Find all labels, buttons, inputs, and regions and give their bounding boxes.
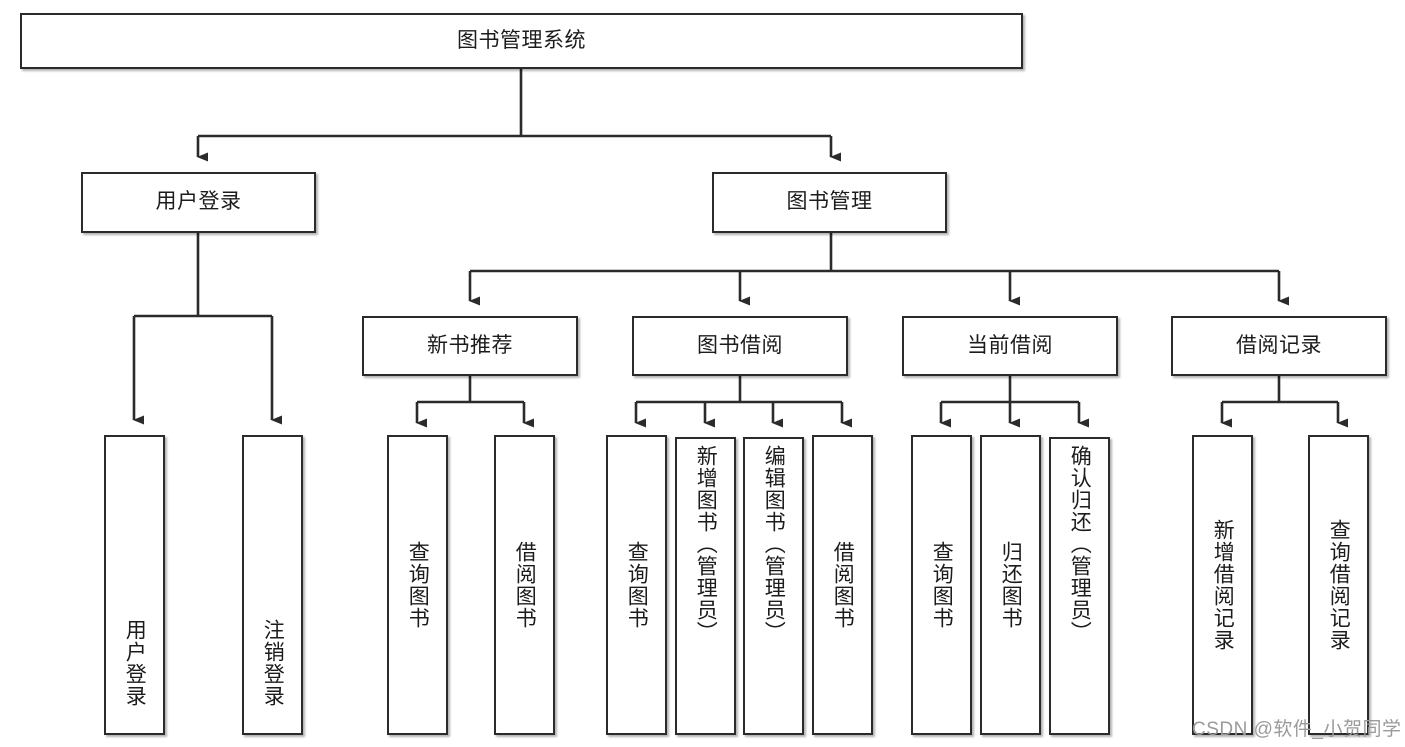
node-label: 借阅记录 [1236, 333, 1322, 357]
leaf-query-book-current[interactable]: 查询图书 [911, 435, 972, 735]
leaf-query-borrow-record[interactable]: 查询借阅记录 [1308, 435, 1369, 735]
node-label: 新书推荐 [427, 333, 513, 357]
node-label: 查询图书 [625, 541, 649, 629]
node-book-borrow[interactable]: 图书借阅 [632, 316, 848, 376]
node-label: 查询图书 [930, 541, 954, 629]
node-label: 注销登录 [261, 619, 285, 707]
leaf-logout[interactable]: 注销登录 [242, 435, 303, 735]
leaf-user-login[interactable]: 用户登录 [104, 435, 165, 735]
node-user-login[interactable]: 用户登录 [81, 172, 316, 233]
node-borrow-record[interactable]: 借阅记录 [1171, 316, 1387, 376]
node-label: 用户登录 [123, 619, 147, 707]
leaf-add-book-admin[interactable]: 新增图书（管理员） [675, 437, 736, 735]
node-label: 新增图书（管理员） [694, 445, 718, 643]
node-label: 新增借阅记录 [1211, 519, 1235, 651]
node-label: 借阅图书 [831, 541, 855, 629]
node-label: 借阅图书 [513, 541, 537, 629]
node-label: 归还图书 [999, 541, 1023, 629]
leaf-return-book[interactable]: 归还图书 [980, 435, 1041, 735]
node-label: 查询图书 [406, 541, 430, 629]
leaf-add-borrow-record[interactable]: 新增借阅记录 [1192, 435, 1253, 735]
leaf-confirm-return-admin[interactable]: 确认归还（管理员） [1049, 437, 1110, 735]
node-label: 编辑图书（管理员） [762, 445, 786, 643]
node-label: 图书管理 [786, 190, 873, 214]
leaf-borrow-book-recommend[interactable]: 借阅图书 [494, 435, 555, 735]
node-label: 查询借阅记录 [1327, 519, 1351, 651]
node-label: 图书管理系统 [457, 28, 586, 52]
node-label: 确认归还（管理员） [1068, 445, 1092, 643]
node-label: 当前借阅 [967, 333, 1053, 357]
leaf-borrow-book[interactable]: 借阅图书 [812, 435, 873, 735]
node-root-system[interactable]: 图书管理系统 [20, 13, 1023, 69]
node-label: 图书借阅 [697, 333, 783, 357]
leaf-edit-book-admin[interactable]: 编辑图书（管理员） [743, 437, 804, 735]
node-new-book-recommend[interactable]: 新书推荐 [362, 316, 578, 376]
node-current-borrow[interactable]: 当前借阅 [902, 316, 1118, 376]
node-book-management[interactable]: 图书管理 [712, 172, 947, 233]
csdn-watermark: CSDN @软件_小贺同学 [1192, 719, 1402, 740]
node-label: 用户登录 [155, 190, 242, 214]
leaf-query-book-borrow[interactable]: 查询图书 [606, 435, 667, 735]
leaf-query-book-recommend[interactable]: 查询图书 [387, 435, 448, 735]
